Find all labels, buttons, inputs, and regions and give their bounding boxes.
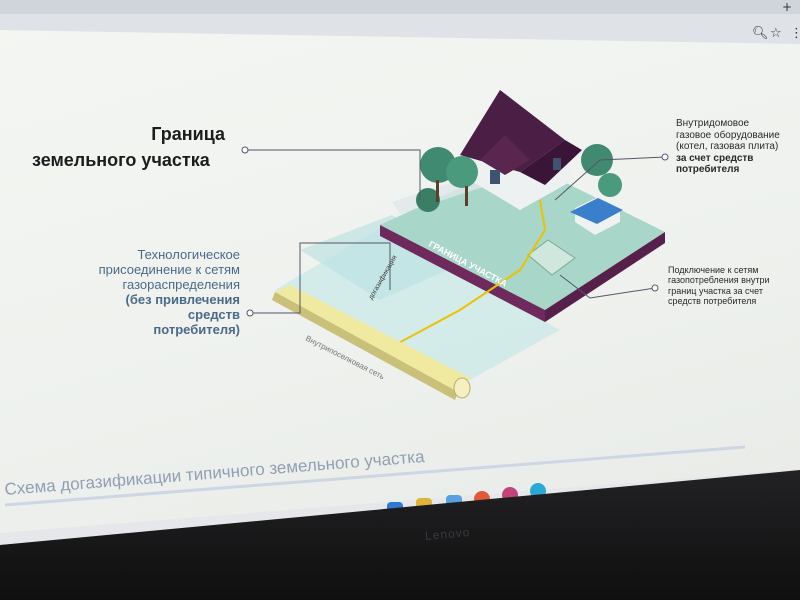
star-icon[interactable]: ☆: [770, 26, 782, 41]
callout-line: Внутридомовое: [676, 118, 750, 129]
main-pipe-shade: [272, 292, 458, 400]
callout-line: границ участка за счет: [668, 285, 763, 296]
tab-strip: [0, 0, 800, 14]
callout-dot: [246, 309, 254, 317]
callout-line: потребителя: [676, 164, 740, 175]
callout-dot: [241, 146, 249, 154]
callout-line: (без привлечения средств: [125, 291, 240, 322]
right-top-callout: Внутридомовое газовое оборудование (коте…: [676, 118, 800, 176]
search-icon[interactable]: 🔍︎: [752, 26, 769, 41]
slide-title-line2: земельного участка: [32, 150, 210, 170]
house-roof: [460, 90, 565, 172]
callout-line: Технологическое: [137, 247, 240, 262]
trees: [416, 144, 622, 212]
callout-line: (котел, газовая плита): [676, 141, 779, 152]
plot-border-side: [545, 232, 665, 322]
callout-line: газовое оборудование: [676, 129, 780, 141]
callout-line: газораспределения: [122, 276, 240, 292]
left-callout: Технологическое присоединение к сетям га…: [80, 247, 240, 338]
porch-roof: [480, 135, 530, 175]
callout-lines: [245, 149, 666, 314]
house-roof-side: [520, 140, 582, 185]
callout-dot: [651, 284, 659, 292]
callout-line: потребителя): [153, 321, 240, 337]
greenhouse: [527, 239, 576, 276]
main-pipe: [275, 285, 470, 392]
pipe-end: [453, 377, 471, 399]
new-tab-button[interactable]: +: [782, 0, 793, 14]
callout-line: присоединение к сетям: [98, 261, 240, 277]
more-icon[interactable]: ⋮: [790, 26, 800, 41]
window: [490, 170, 500, 184]
right-mid-callout: Подключение к сетям газопотребления внут…: [668, 265, 798, 306]
title-line: Граница: [151, 124, 225, 144]
callout-line: за счет средств: [676, 152, 754, 164]
callout-dot: [661, 153, 669, 161]
plot-border-front: [380, 225, 545, 322]
callout-line: Подключение к сетям: [668, 265, 759, 275]
plot-lawn: [380, 160, 665, 310]
shed-roof: [570, 198, 623, 224]
callout-line: средств потребителя: [668, 296, 757, 307]
window: [553, 158, 561, 170]
caption-underline: [4, 445, 746, 507]
slide-caption: Схема догазификации типичного земельного…: [4, 447, 426, 499]
slide-title: Граница: [150, 124, 225, 145]
callout-line: газопотребления внутри: [668, 275, 770, 286]
